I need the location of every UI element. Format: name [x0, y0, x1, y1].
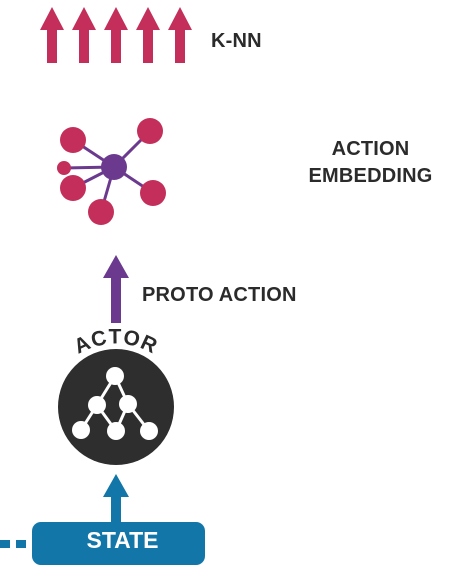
embedding-center-node — [101, 154, 127, 180]
state-input-dashes — [0, 540, 26, 548]
up-arrow-icon — [136, 7, 160, 63]
up-arrow-icon — [40, 7, 64, 63]
action-embedding-label: ACTION EMBEDDING — [303, 136, 438, 190]
state-arrow — [103, 474, 129, 525]
action-embedding-line1: ACTION — [331, 138, 410, 160]
network-graph-icon — [57, 118, 166, 225]
state-label: STATE — [86, 527, 159, 553]
actor-circle — [58, 349, 174, 465]
embedding-node — [60, 175, 86, 201]
action-embedding-line2: EMBEDDING — [308, 165, 433, 187]
proto-action-arrow — [103, 255, 129, 323]
state-box — [32, 522, 205, 565]
embedding-node — [88, 199, 114, 225]
up-arrow-icon — [168, 7, 192, 63]
proto-action-label: PROTO ACTION — [142, 284, 297, 306]
embedding-node — [137, 118, 163, 144]
up-arrow-icon — [72, 7, 96, 63]
knn-label: K-NN — [211, 30, 262, 52]
embedding-node — [140, 180, 166, 206]
embedding-node — [60, 127, 86, 153]
neural-tree-icon — [72, 367, 158, 440]
knn-arrows — [40, 7, 192, 63]
up-arrow-icon — [104, 7, 128, 63]
embedding-node — [57, 161, 71, 175]
